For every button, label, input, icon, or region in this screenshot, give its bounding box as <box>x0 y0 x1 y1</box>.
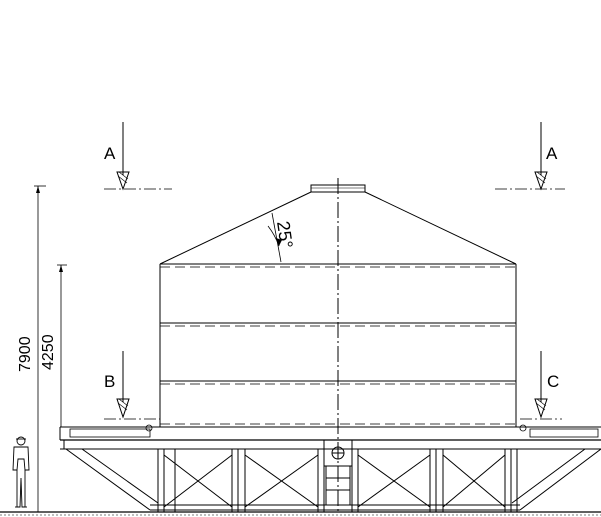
section-marker-b: B <box>104 351 160 420</box>
dimension-shell-height: 4250 <box>40 264 67 427</box>
section-label-a-left: A <box>104 144 116 163</box>
roof-angle-label: 25° <box>273 220 297 250</box>
roof-nozzle <box>310 184 366 193</box>
conical-roof <box>159 191 517 265</box>
roof-angle-annotation: 25° <box>267 212 297 263</box>
section-label-b: B <box>104 372 115 391</box>
human-scale-figure-icon <box>12 436 30 508</box>
dimension-label-7900: 7900 <box>17 336 34 372</box>
silo-shell <box>159 263 517 427</box>
section-label-c: C <box>547 372 559 391</box>
support-frame <box>65 439 601 512</box>
section-marker-a-left: A <box>104 122 172 191</box>
section-label-a-right: A <box>546 144 558 163</box>
dimension-overall-height: 7900 <box>17 185 46 513</box>
ground-line <box>0 511 601 516</box>
base-platform <box>59 424 601 450</box>
section-marker-a-right: A <box>495 122 565 191</box>
section-marker-c: C <box>520 351 562 420</box>
dimension-label-4250: 4250 <box>40 334 57 370</box>
